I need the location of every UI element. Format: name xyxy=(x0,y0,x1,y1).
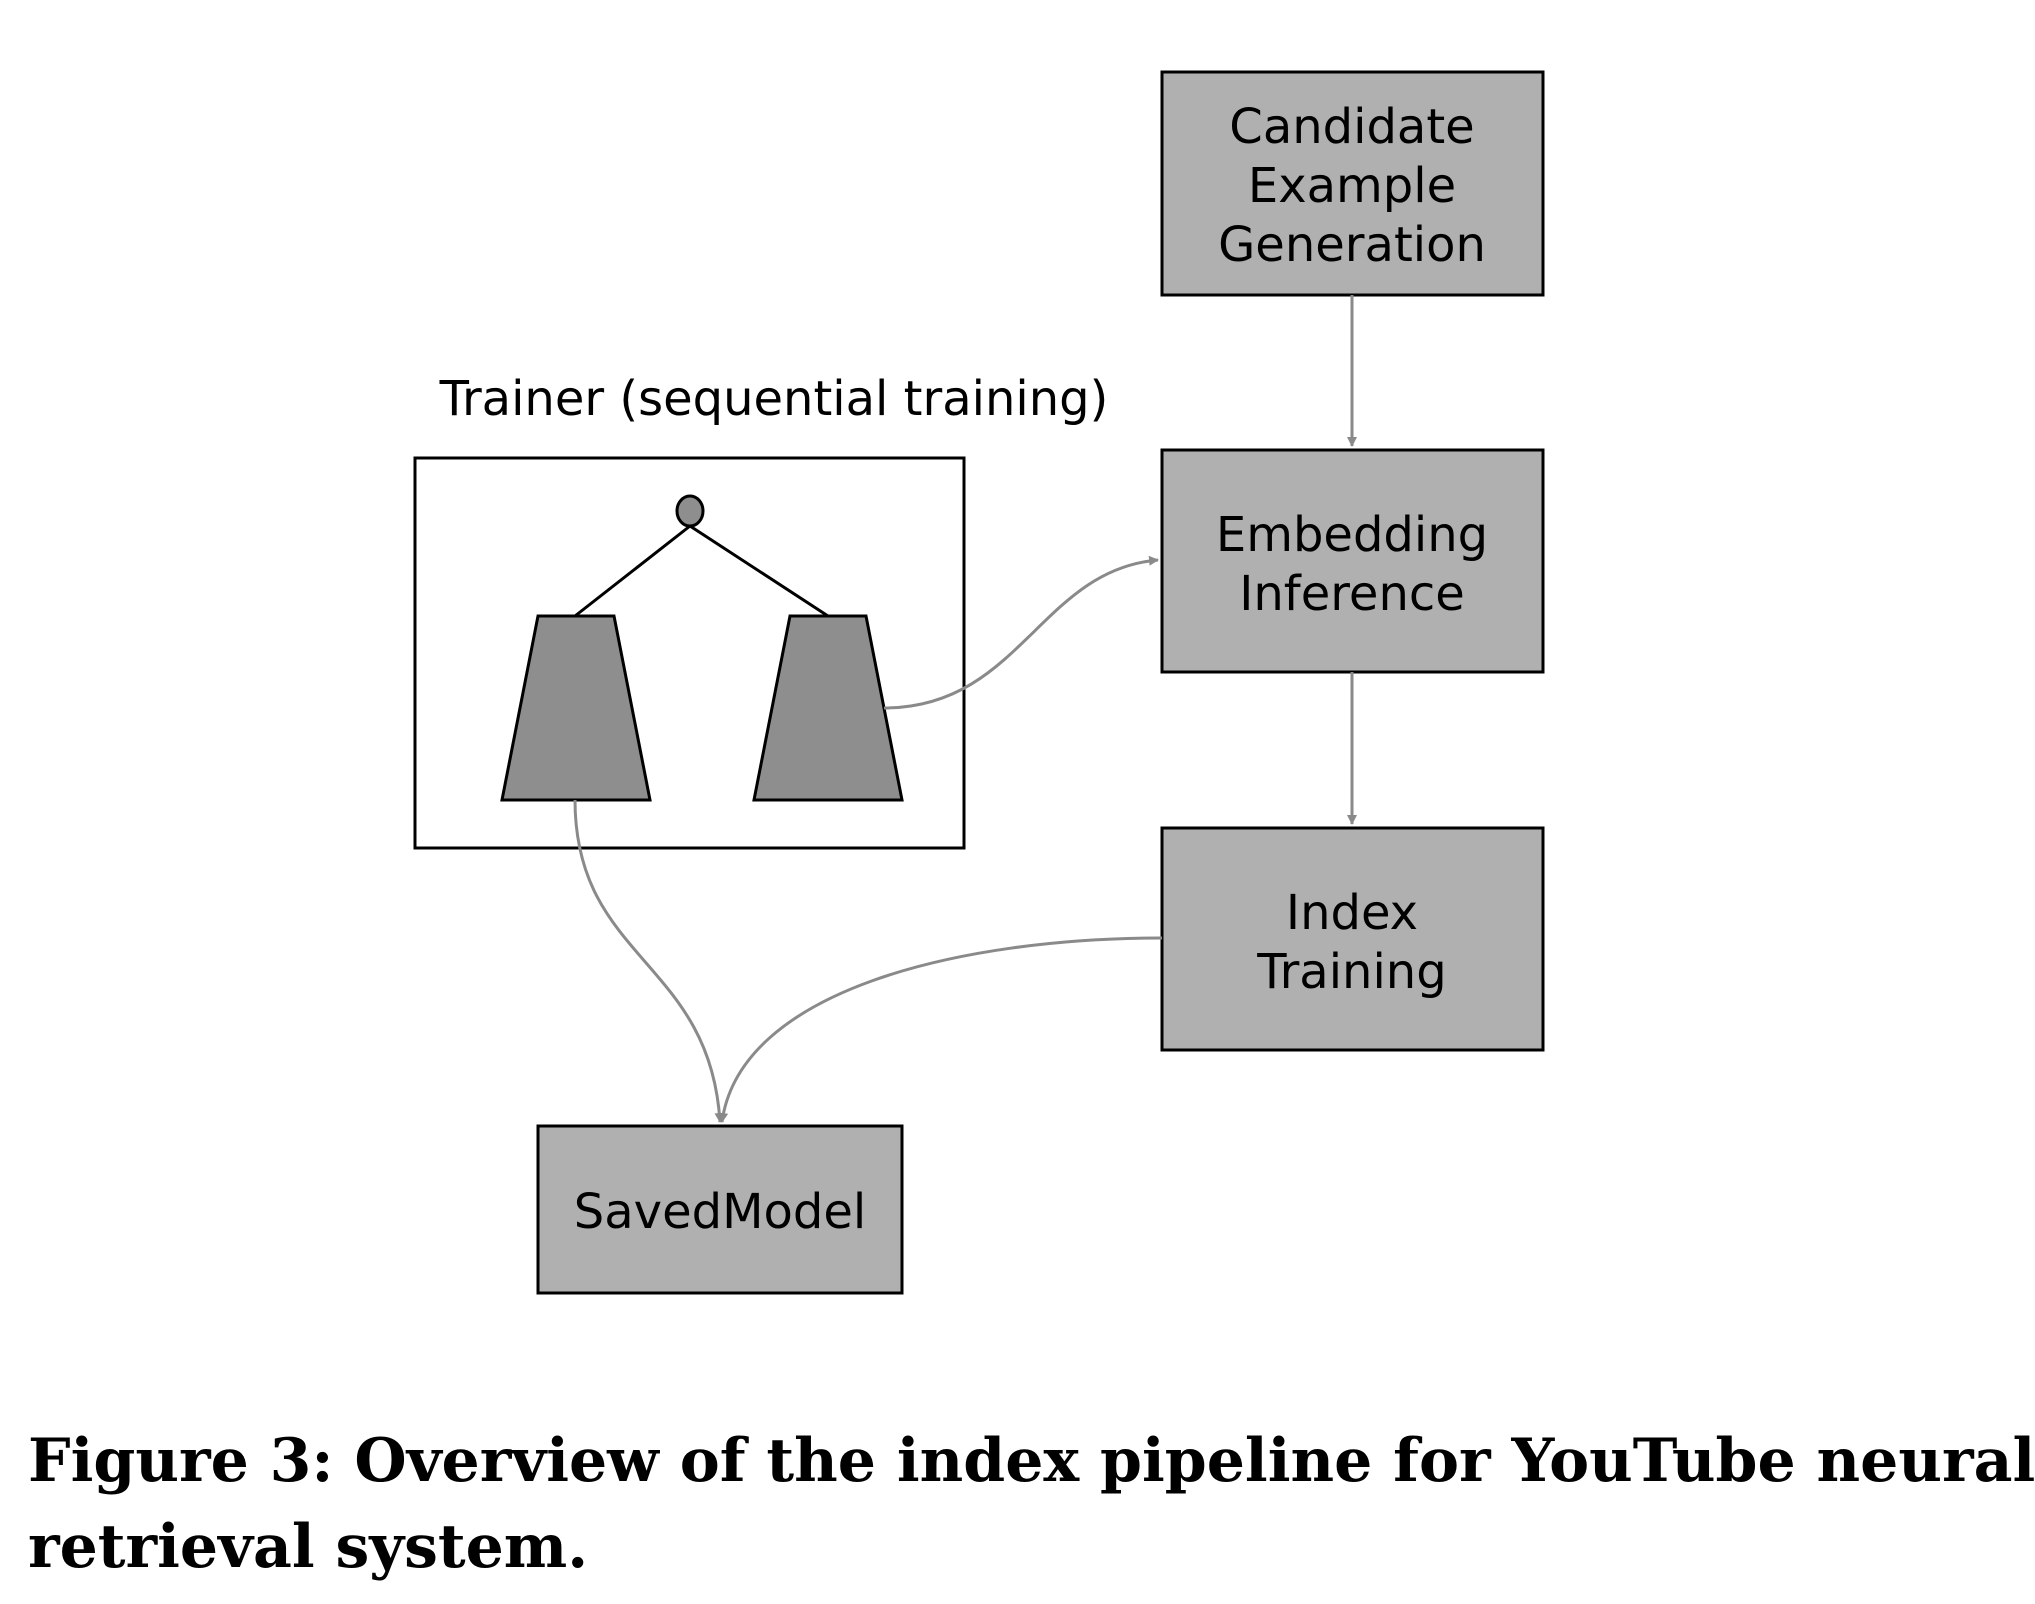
caption-line-1: Figure 3: Overview of the index pipeline… xyxy=(28,1426,2035,1496)
index-pipeline-diagram: Trainer (sequential training) Candidate … xyxy=(413,70,1545,1295)
tower-connector-left xyxy=(574,524,691,618)
embedding-inference-box xyxy=(1160,448,1545,674)
index-label-line-1: Index xyxy=(1286,885,1418,941)
candidate-label-line-2: Example xyxy=(1248,158,1456,214)
caption-line-2: retrieval system. xyxy=(28,1512,589,1582)
candidate-example-generation-box xyxy=(1160,70,1545,297)
arrow-index-to-savedmodel xyxy=(718,936,1163,1123)
trainer-label: Trainer (sequential training) xyxy=(439,371,1109,427)
tower-right xyxy=(752,614,904,802)
index-training-box xyxy=(1160,826,1545,1052)
tower-connector-right xyxy=(689,524,829,618)
shared-node xyxy=(675,494,705,528)
savedmodel-label: SavedModel xyxy=(574,1184,866,1240)
savedmodel-box xyxy=(536,1124,904,1295)
arrow-tower-to-savedmodel xyxy=(573,799,725,1123)
figure-caption: Figure 3: Overview of the index pipeline… xyxy=(28,1418,2035,1590)
candidate-label-line-1: Candidate xyxy=(1229,99,1474,155)
embedding-label-line-2: Inference xyxy=(1239,566,1465,622)
tower-left xyxy=(500,614,652,802)
arrow-tower-to-embedding xyxy=(883,555,1159,710)
embedding-label-line-1: Embedding xyxy=(1216,507,1488,563)
candidate-label-line-3: Generation xyxy=(1218,217,1486,273)
index-label-line-2: Training xyxy=(1256,944,1446,1000)
